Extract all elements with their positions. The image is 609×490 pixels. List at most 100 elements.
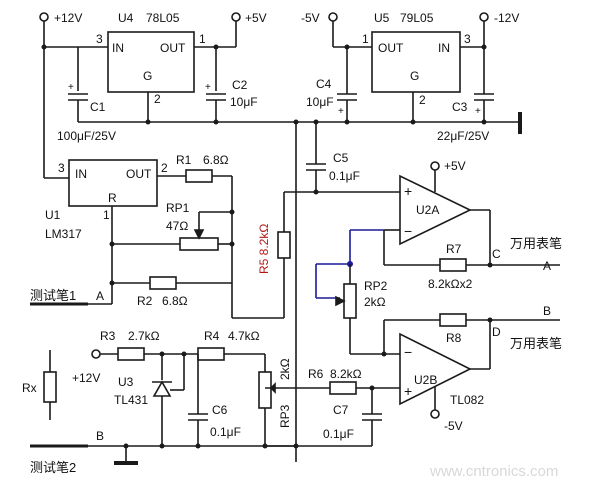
plus12v-terminal <box>39 12 49 22</box>
node-b-label: B <box>96 429 104 443</box>
u2a-opamp <box>399 174 472 246</box>
u2b-vneg-terminal <box>430 409 440 419</box>
r7-label: R7 <box>446 242 462 256</box>
plus5v-label: +5V <box>245 11 267 25</box>
r3-label: R3 <box>100 329 116 343</box>
rp3-value: 2kΩ <box>278 358 292 380</box>
r8-label: R8 <box>446 331 462 345</box>
r4-resistor <box>197 347 225 361</box>
u2b-name: U2B <box>414 373 437 387</box>
plus5v-terminal <box>231 12 241 22</box>
plus12v-small-terminal <box>91 349 101 359</box>
r5-resistor <box>277 231 291 259</box>
c5-label: C5 <box>333 151 349 165</box>
node-b-right-label: B <box>543 304 551 318</box>
u1-part: LM317 <box>45 227 82 241</box>
node-c-label: C <box>492 247 501 261</box>
amplifier-section: C5 0.1μF R5 8.2kΩ + − U2A +5V R7 8.2kΩx2… <box>231 122 562 462</box>
u4-part: 78L05 <box>146 11 180 25</box>
u1-out: OUT <box>126 167 152 181</box>
u2b-plus: + <box>404 383 412 399</box>
u5-regulator <box>371 31 461 93</box>
node-d-label: D <box>492 325 501 339</box>
u4-in: IN <box>112 41 124 55</box>
rp2-label: RP2 <box>364 279 388 293</box>
c4-label: C4 <box>316 77 332 91</box>
u2a-name: U2A <box>416 203 439 217</box>
r6-resistor <box>329 381 357 395</box>
u1-pin2: 2 <box>161 161 168 175</box>
c3-label: C3 <box>452 100 468 114</box>
watermark: www.cntronics.com <box>429 463 558 480</box>
u5-name: U5 <box>374 11 390 25</box>
svg-text:+: + <box>475 106 481 117</box>
u5-out: OUT <box>378 41 404 55</box>
u2a-vplus: +5V <box>444 159 466 173</box>
r6-value: 8.2kΩ <box>330 367 362 381</box>
u4-pin1: 1 <box>199 32 206 46</box>
node-a-label: A <box>96 289 104 303</box>
u3-part: TL431 <box>114 393 148 407</box>
current-source-section: IN OUT R 3 2 1 U1 LM317 R1 6.8Ω RP1 47Ω <box>30 153 235 308</box>
u5-pin3: 3 <box>464 32 471 46</box>
test-pen-1-label: 测试笔1 <box>30 288 76 303</box>
u1-pin1: 1 <box>103 208 110 222</box>
r6-label: R6 <box>308 367 324 381</box>
u1-name: U1 <box>45 208 61 222</box>
c2-value: 10μF <box>230 95 258 109</box>
c1-value: 100μF/25V <box>57 129 116 143</box>
u4-out: OUT <box>160 41 186 55</box>
rp1-label: RP1 <box>166 201 190 215</box>
u2b-minus: − <box>404 344 412 360</box>
rp2-value: 2kΩ <box>364 295 386 309</box>
meter-pen-c-label: 万用表笔 <box>510 236 562 251</box>
node-a-right-label: A <box>543 259 551 273</box>
plus12v-small-label: +12V <box>72 371 100 385</box>
rp2-potentiometer <box>343 283 357 319</box>
c6-label: C6 <box>212 403 228 417</box>
u3-name: U3 <box>118 375 134 389</box>
neg12v-terminal <box>479 12 489 22</box>
r1-label: R1 <box>176 153 192 167</box>
r5-label: R5 8.2kΩ <box>257 224 271 274</box>
power-supply-section: +12V U4 78L05 IN OUT G 3 1 2 +5V + C1 10… <box>39 11 522 179</box>
u4-g: G <box>143 69 152 83</box>
rp1-potentiometer <box>179 237 219 251</box>
r2-resistor <box>149 276 177 290</box>
u2b-part: TL082 <box>450 393 484 407</box>
r3-value: 2.7kΩ <box>128 329 160 343</box>
r2-label: R2 <box>137 294 153 308</box>
c3-value: 22μF/25V <box>437 129 489 143</box>
c1-label: C1 <box>90 100 106 114</box>
svg-text:+: + <box>68 82 74 93</box>
plus12v-label: +12V <box>54 11 82 25</box>
u5-pin1: 1 <box>362 32 369 46</box>
r3-resistor <box>117 347 145 361</box>
u1-pin3: 3 <box>58 161 65 175</box>
u5-part: 79L05 <box>400 11 434 25</box>
r7-value: 8.2kΩx2 <box>428 277 473 291</box>
c4-value: 10μF <box>306 95 334 109</box>
u3-zener <box>152 380 172 397</box>
meter-pen-d-label: 万用表笔 <box>510 336 562 351</box>
c7-label: C7 <box>333 403 349 417</box>
u5-in: IN <box>438 41 450 55</box>
test-pen-2-label: 测试笔2 <box>30 460 76 475</box>
u4-pin2: 2 <box>154 92 161 106</box>
u4-pin3: 3 <box>96 32 103 46</box>
svg-text:+: + <box>205 82 211 93</box>
r4-label: R4 <box>204 329 220 343</box>
u5-g: G <box>410 69 419 83</box>
neg12v-label: -12V <box>494 11 519 25</box>
u5-pin2: 2 <box>419 93 426 107</box>
neg5v-label: -5V <box>301 11 320 25</box>
c7-value: 0.1μF <box>323 427 354 441</box>
r1-resistor <box>185 169 213 183</box>
rp1-value: 47Ω <box>166 219 188 233</box>
r8-resistor <box>439 313 467 327</box>
reference-section: +12V R3 2.7kΩ R4 4.7kΩ 2kΩ RP3 U3 TL431 <box>22 329 296 475</box>
c5-value: 0.1μF <box>329 169 360 183</box>
r1-value: 6.8Ω <box>203 153 229 167</box>
u2a-minus: − <box>404 223 412 239</box>
